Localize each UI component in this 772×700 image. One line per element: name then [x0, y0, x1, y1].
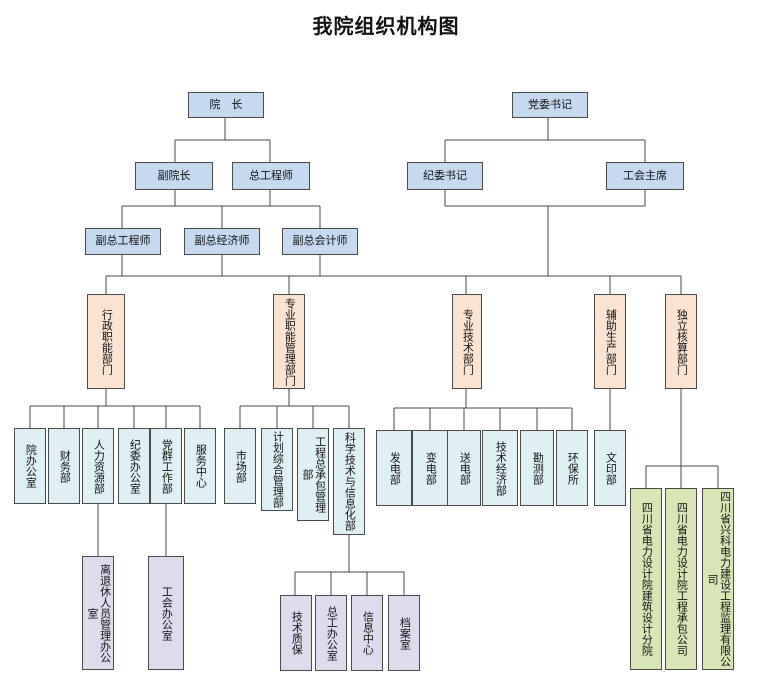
affiliate-supervision-company: 四川省兴科电力建设工程监理有限公司	[702, 488, 734, 670]
dept-discipline-office: 纪委办公室	[118, 428, 150, 504]
dept-science-info: 科学技术与信息化部	[333, 428, 365, 535]
dept-substation: 变电部	[412, 430, 448, 506]
dept-epc: 工程总承包管理部	[297, 428, 329, 521]
connector-president	[174, 118, 271, 162]
subunit-info-center: 信息中心	[351, 595, 383, 671]
node-discipline-secretary: 纪委书记	[407, 162, 483, 190]
node-deputy-chief-economist: 副总经济师	[184, 228, 260, 255]
division-independent: 独立核算部门	[665, 294, 697, 389]
dept-hr: 人力资源部	[82, 428, 114, 504]
connector-party-down	[444, 190, 646, 276]
node-chief-engineer: 总工程师	[232, 162, 310, 190]
subunit-archives: 档案室	[388, 595, 420, 671]
node-president: 院 长	[188, 92, 264, 118]
dept-service-center: 服务中心	[184, 428, 216, 504]
node-union-chair: 工会主席	[606, 162, 684, 190]
connector-division-drops	[105, 276, 682, 294]
dept-market: 市场部	[224, 428, 256, 504]
subunit-retiree-office: 离退休人员管理办公室	[82, 556, 114, 670]
division-admin: 行政职能部门	[87, 294, 125, 389]
connector-leaders-deputies	[121, 190, 321, 228]
dept-transmission: 送电部	[447, 430, 481, 506]
node-deputy-chief-accountant: 副总会计师	[282, 228, 358, 255]
dept-printing: 文印部	[594, 430, 626, 506]
connector-admin-depts	[29, 389, 201, 428]
dept-planning: 计划综合管理部	[261, 428, 293, 511]
subunit-union-office: 工会办公室	[148, 556, 184, 670]
subunit-tech-qa: 技术质保	[280, 595, 312, 671]
dept-tech-economics: 技术经济部	[482, 430, 518, 506]
dept-power-gen: 发电部	[376, 430, 412, 506]
dept-office: 院办公室	[14, 428, 46, 504]
connector-sci-subunits	[294, 535, 405, 595]
division-technical: 专业技术部门	[452, 294, 482, 389]
dept-finance: 财务部	[48, 428, 80, 504]
connector-tech-depts	[393, 389, 573, 430]
dept-environment: 环保所	[556, 430, 588, 506]
dept-survey: 勘测部	[520, 430, 554, 506]
chart-title: 我院组织机构图	[312, 14, 460, 38]
connector-deputies-down	[121, 255, 321, 276]
connector-independent	[645, 389, 719, 488]
affiliate-building-branch: 四川省电力设计院建筑设计分院	[630, 488, 662, 670]
dept-party-work: 党群工作部	[150, 428, 182, 504]
division-professional: 专业职能管理部门	[273, 294, 305, 389]
node-vice-president: 副院长	[135, 162, 213, 190]
connector-party	[444, 118, 646, 162]
node-party-secretary: 党委书记	[512, 92, 588, 118]
affiliate-epc-company: 四川省电力设计院工程承包公司	[665, 488, 697, 670]
subunit-chief-eng-office: 总工办公室	[315, 595, 347, 671]
division-auxiliary: 辅助生产部门	[594, 294, 626, 389]
connector-prof-depts	[239, 389, 350, 428]
node-deputy-chief-engineer: 副总工程师	[85, 228, 161, 255]
